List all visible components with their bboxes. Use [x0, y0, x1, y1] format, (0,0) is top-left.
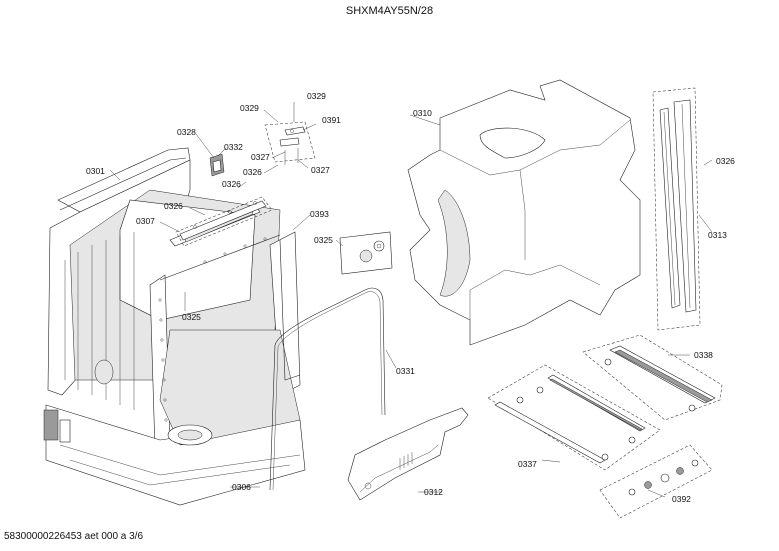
callout-0327-left: 0327 — [251, 152, 270, 162]
callout-0326-strip: 0326 — [716, 156, 735, 166]
tub-assembly — [43, 147, 306, 506]
callout-0393: 0393 — [310, 209, 329, 219]
callout-0327-right: 0327 — [311, 165, 330, 175]
hinge-parts — [175, 121, 316, 247]
callout-0310: 0310 — [413, 108, 432, 118]
insulation-mat — [407, 79, 641, 346]
panel-0312 — [347, 407, 469, 501]
callout-0328: 0328 — [177, 127, 196, 137]
callout-0325-detail: 0325 — [314, 235, 333, 245]
callout-0338: 0338 — [694, 350, 713, 360]
callout-0331: 0331 — [396, 366, 415, 376]
rails-0337 — [487, 364, 661, 471]
detail-0325 — [339, 231, 393, 275]
callout-0392: 0392 — [672, 494, 691, 504]
callout-0301: 0301 — [86, 166, 105, 176]
callout-0313: 0313 — [708, 230, 727, 240]
document-footer: 58300000226453 aet 000 a 3/6 — [4, 531, 144, 542]
diagram-title: SHXM4AY55N/28 — [345, 5, 434, 17]
callout-0391: 0391 — [322, 115, 341, 125]
callout-0326-middle: 0326 — [222, 179, 241, 189]
callout-0312: 0312 — [424, 487, 443, 497]
callout-0332: 0332 — [224, 142, 243, 152]
side-strips — [652, 87, 701, 331]
callout-0306: 0306 — [232, 482, 251, 492]
rail-0338 — [582, 334, 723, 421]
parts-0392 — [599, 444, 713, 519]
callout-0326-upper: 0326 — [243, 167, 262, 177]
callout-0329-right: 0329 — [307, 91, 326, 101]
callout-0325-tub: 0325 — [182, 312, 201, 322]
callout-0307: 0307 — [136, 216, 155, 226]
callout-0329-left: 0329 — [240, 103, 259, 113]
door-seal — [269, 287, 386, 491]
callout-0337: 0337 — [518, 459, 537, 469]
leader-lines — [109, 102, 713, 498]
callout-0326-lower: 0326 — [164, 201, 183, 211]
callout-labels: 0329 0329 0391 0328 0332 0327 0327 0326 … — [86, 91, 735, 504]
